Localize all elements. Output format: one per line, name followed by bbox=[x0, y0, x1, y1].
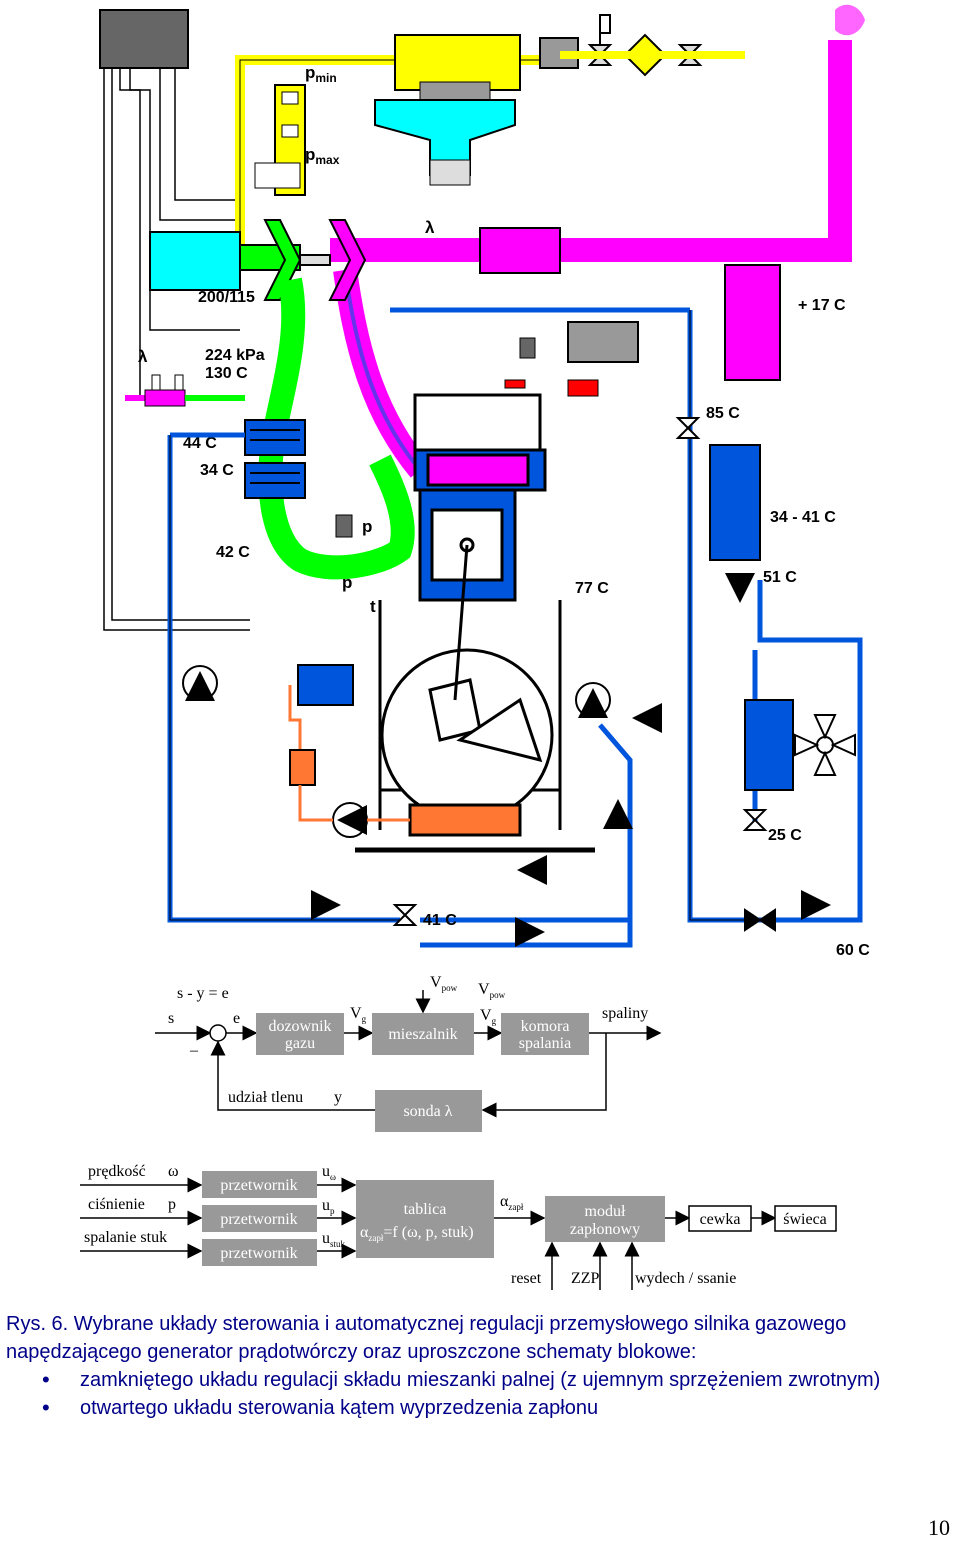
schema-ignition-control: prędkość ω ciśnienie p spalanie stuk prz… bbox=[80, 1163, 837, 1290]
s2-table-title: tablica bbox=[404, 1201, 447, 1218]
s1-block1-line2: gazu bbox=[285, 1035, 315, 1052]
thermostat-valves bbox=[392, 417, 776, 932]
t34-label: 34 C bbox=[200, 462, 234, 479]
s2-table-formula: αzapł=f (ω, p, stuk) bbox=[360, 1224, 474, 1243]
t25-label: 25 C bbox=[768, 827, 802, 844]
engine-block bbox=[355, 393, 595, 853]
t42-label: 42 C bbox=[216, 544, 250, 561]
s2-u-stuk: ustuk bbox=[322, 1230, 346, 1249]
p2-label: p bbox=[342, 573, 352, 592]
intercoolers bbox=[244, 419, 306, 499]
cooler-fan-radiator bbox=[744, 699, 794, 791]
gas-inlet-valves bbox=[539, 14, 703, 77]
caption-text: Rys. 6. Wybrane układy sterowania i auto… bbox=[6, 1313, 847, 1363]
s2-converter-label-2: przetwornik bbox=[220, 1211, 297, 1228]
s1-feedback-label: udział tlenu bbox=[228, 1089, 303, 1106]
s2-swieca-label: świeca bbox=[783, 1211, 827, 1228]
kpa-label: 224 kPa bbox=[205, 347, 265, 364]
s2-cewka-label: cewka bbox=[700, 1211, 741, 1228]
s2-module-block bbox=[545, 1196, 665, 1242]
s2-reset-label: reset bbox=[511, 1270, 542, 1287]
t41-label: 41 C bbox=[423, 912, 457, 929]
lambda-top-label: λ bbox=[425, 218, 435, 237]
cooling-water-inner bbox=[169, 310, 760, 921]
turbocharger bbox=[239, 219, 367, 301]
s1-equation: s - y = e bbox=[177, 985, 229, 1002]
s1-block2: mieszalnik bbox=[388, 1026, 457, 1043]
t17-label: + 17 C bbox=[798, 297, 846, 314]
s1-vpow-top: Vpow bbox=[430, 974, 458, 993]
s2-zzp-label: ZZP bbox=[571, 1270, 600, 1287]
s1-vg2: Vg bbox=[480, 1007, 497, 1026]
t-sensor-label: t bbox=[370, 597, 376, 616]
s2-swieca-block bbox=[774, 1205, 837, 1232]
s2-wydech-label: wydech / ssanie bbox=[635, 1270, 736, 1287]
s1-vpow-right: Vpow bbox=[478, 981, 506, 1000]
s1-block-mieszalnik bbox=[372, 1013, 474, 1055]
oil-circuit bbox=[288, 664, 410, 822]
s1-vg1: Vg bbox=[350, 1005, 367, 1024]
s2-converter-label-1: przetwornik bbox=[220, 1177, 297, 1194]
s1-block1-line1: dozownik bbox=[268, 1018, 331, 1035]
flow-arrows bbox=[185, 573, 831, 947]
controller-wires bbox=[103, 68, 250, 631]
s2-input-pressure-sym: p bbox=[168, 1196, 176, 1213]
s1-summing-junction bbox=[209, 1024, 227, 1042]
t3441-label: 34 - 41 C bbox=[770, 509, 836, 526]
s1-block4: sonda λ bbox=[403, 1103, 452, 1120]
s2-u-p: up bbox=[322, 1197, 335, 1216]
page-number: 10 bbox=[928, 1515, 950, 1540]
s2-u-omega: uω bbox=[322, 1163, 336, 1182]
s1-block3-line2: spalania bbox=[519, 1035, 571, 1052]
s2-module-line2: zapłonowy bbox=[570, 1221, 640, 1238]
s1-e-label: e bbox=[233, 1010, 240, 1027]
engine-control-diagram: pmin pmax λ 200/115 224 kPa 130 bbox=[80, 4, 870, 1290]
s2-converter-1 bbox=[202, 1171, 317, 1198]
air-intake bbox=[149, 231, 241, 291]
s1-block-dozownik bbox=[256, 1013, 344, 1055]
s2-input-pressure: ciśnienie bbox=[88, 1196, 145, 1213]
caption-bullet-2: otwartego układu sterowania kątem wyprze… bbox=[6, 1394, 954, 1422]
fan-icon bbox=[794, 714, 856, 776]
control-unit-box bbox=[99, 9, 189, 69]
ratio-label: 200/115 bbox=[198, 289, 255, 306]
s1-block3-line1: komora bbox=[521, 1018, 570, 1035]
gas-line bbox=[235, 34, 560, 250]
s1-y-label: y bbox=[334, 1089, 342, 1106]
exhaust-line bbox=[330, 4, 865, 478]
s1-minus-label: – bbox=[189, 1042, 199, 1059]
s1-s-label: s bbox=[168, 1010, 174, 1027]
lambda-left-label: λ bbox=[138, 347, 148, 366]
p1-label: p bbox=[362, 517, 372, 536]
t85-label: 85 C bbox=[706, 405, 740, 422]
t130-label: 130 C bbox=[205, 365, 248, 382]
s2-alpha-out: αzapł bbox=[500, 1193, 524, 1212]
ecu-box bbox=[567, 321, 639, 363]
s1-spaliny: spaliny bbox=[602, 1005, 648, 1022]
s2-table-block bbox=[356, 1180, 494, 1258]
s2-input-speed: prędkość bbox=[88, 1163, 146, 1180]
t44-label: 44 C bbox=[183, 435, 217, 452]
schema-mixture-control: s - y = e s e – dozownik gazu Vg mieszal… bbox=[155, 974, 662, 1132]
s1-block-sonda bbox=[375, 1090, 482, 1132]
s2-converter-2 bbox=[202, 1205, 317, 1232]
radiator bbox=[709, 444, 761, 561]
s2-module-line1: moduł bbox=[585, 1203, 626, 1220]
s2-converter-3 bbox=[202, 1239, 317, 1266]
t77-label: 77 C bbox=[575, 580, 609, 597]
figure-caption: Rys. 6. Wybrane układy sterowania i auto… bbox=[6, 1310, 954, 1422]
intake-pipe bbox=[258, 277, 415, 580]
s1-block-komora bbox=[501, 1013, 589, 1055]
lambda-sensor-left bbox=[125, 374, 245, 407]
s2-converter-label-3: przetwornik bbox=[220, 1245, 297, 1262]
t60-label: 60 C bbox=[836, 942, 870, 959]
pmin-label: pmin bbox=[305, 63, 337, 85]
s2-input-speed-sym: ω bbox=[168, 1163, 179, 1180]
t51-label: 51 C bbox=[763, 569, 797, 586]
s2-input-knock: spalanie stuk bbox=[84, 1229, 167, 1246]
pmax-label: pmax bbox=[305, 145, 340, 167]
caption-bullet-1: zamkniętego układu regulacji składu mies… bbox=[6, 1366, 954, 1394]
